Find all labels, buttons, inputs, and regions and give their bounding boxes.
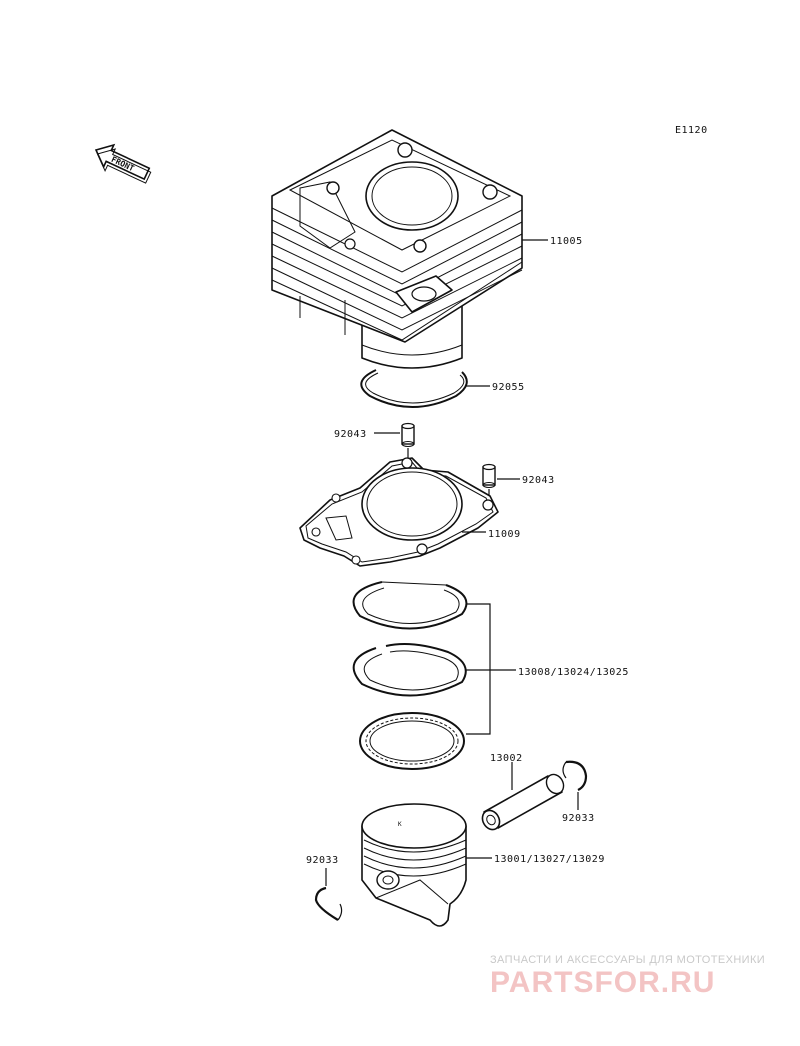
label-gasket: 11009 — [488, 529, 521, 540]
label-cylinder: 11005 — [550, 236, 583, 247]
label-piston: 13001/13027/13029 — [494, 854, 605, 865]
piston-ring-second-drawing — [352, 643, 467, 697]
piston-ring-oil-drawing — [359, 712, 465, 770]
label-circlip-left: 92033 — [306, 855, 339, 866]
circlip-left-drawing — [314, 886, 343, 921]
label-piston-pin: 13002 — [490, 753, 523, 764]
watermark-brand: PARTSFOR.RU — [490, 966, 715, 999]
watermark-tagline: ЗАПЧАСТИ И АКСЕССУАРЫ ДЛЯ МОТОТЕХНИКИ — [490, 954, 765, 966]
svg-text:K: K — [398, 821, 402, 828]
gasket-drawing — [299, 457, 499, 567]
piston-pin-drawing — [481, 773, 565, 831]
dowel-right-drawing — [482, 463, 496, 488]
label-circlip-right: 92033 — [562, 813, 595, 824]
oring-drawing — [360, 369, 468, 408]
circlip-right-drawing — [562, 760, 588, 791]
label-dowel-right: 92043 — [522, 475, 555, 486]
piston-ring-top-drawing — [352, 581, 468, 630]
front-arrow-icon: FRONT — [94, 143, 152, 184]
label-dowel-left: 92043 — [334, 429, 367, 440]
piston-drawing: K — [361, 803, 467, 927]
figure-code: E1120 — [675, 125, 708, 136]
label-oring: 92055 — [492, 382, 525, 393]
cylinder-drawing — [271, 129, 523, 369]
label-piston-rings: 13008/13024/13025 — [518, 667, 629, 678]
dowel-left-drawing — [401, 422, 415, 447]
